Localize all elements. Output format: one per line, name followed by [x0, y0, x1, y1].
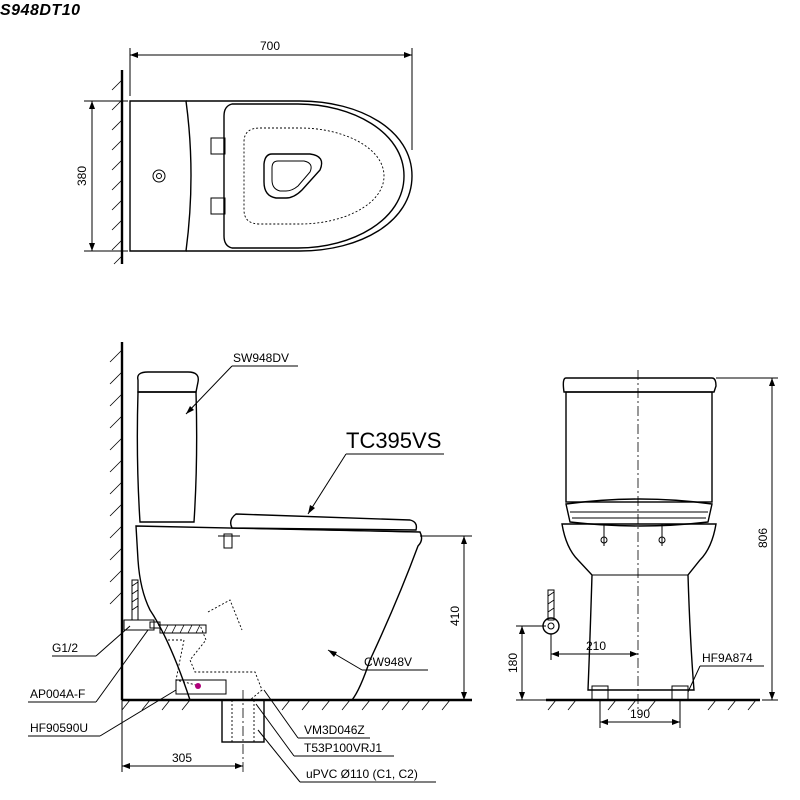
front-fixing-left — [591, 685, 609, 701]
front-fixing-span-value: 190 — [630, 707, 650, 721]
label-fixing-kit: VM3D046Z — [304, 723, 365, 737]
side-wall-hatch — [109, 349, 123, 605]
side-tank-lid — [137, 371, 199, 393]
front-tank-body — [565, 391, 713, 503]
top-depth-value: 380 — [75, 166, 89, 186]
hinge-bracket-upper — [210, 137, 226, 155]
top-dim-arrow-left — [130, 52, 138, 58]
front-inlet-pipe — [547, 589, 555, 621]
side-dim-arrow-up — [461, 536, 467, 544]
side-dim-arrow-down — [461, 692, 467, 700]
front-fixing-right — [671, 685, 689, 701]
top-trapway-outer — [263, 153, 323, 199]
flush-button-icon — [152, 169, 166, 183]
side-bowl-outline — [135, 525, 423, 701]
side-wall-offset-value: 305 — [172, 751, 192, 765]
side-seat-height-value: 410 — [448, 606, 462, 626]
fixing-point-icon — [195, 683, 201, 689]
leader-gasket — [255, 703, 295, 757]
side-angle-valve — [123, 619, 155, 631]
side-floor-hatch — [121, 699, 451, 711]
top-wall-hatch — [111, 79, 123, 265]
label-seat: TC395VS — [346, 428, 441, 453]
top-seat-lid — [223, 103, 405, 249]
label-bowl: CW948V — [364, 655, 412, 669]
label-supply-hose: HF90590U — [30, 721, 88, 735]
label-front-fixing: HF9A874 — [702, 651, 753, 665]
top-tank-outline — [129, 100, 192, 252]
model-title: S948DT10 — [0, 2, 81, 19]
front-height-value: 806 — [756, 528, 770, 548]
top-trapway-inner — [271, 160, 312, 192]
top-dim-arrow-right — [404, 52, 412, 58]
side-trapway-band — [159, 624, 207, 634]
side-seat-lid — [229, 513, 418, 531]
leader-tank — [185, 365, 233, 415]
leader-front-fixing — [687, 665, 701, 693]
side-tank-body — [136, 391, 198, 523]
front-hinge-bolt-left — [600, 536, 608, 544]
label-inlet-thread: G1/2 — [52, 641, 78, 655]
label-gasket: T53P100VRJ1 — [304, 741, 382, 755]
top-bowl-outline — [186, 100, 413, 252]
side-hinge-bolt — [223, 533, 233, 549]
top-rim-dashed — [243, 127, 385, 225]
top-view: 700 380 — [75, 39, 413, 265]
front-floor-hatch — [547, 699, 757, 711]
front-inlet-height-value: 180 — [506, 653, 520, 673]
top-width-value: 700 — [260, 39, 280, 53]
label-angle-valve: AP004A-F — [30, 687, 85, 701]
top-dim-arrow-down — [89, 243, 95, 251]
side-trapway-dashed — [158, 624, 263, 701]
label-waste-pipe: uPVC Ø110 (C1, C2) — [306, 767, 418, 781]
side-floor-flange — [175, 679, 227, 695]
front-tank-lid — [562, 377, 717, 393]
front-view: 806 180 210 190 HF9A874 — [506, 370, 778, 728]
front-hinge-bolt-right — [658, 536, 666, 544]
label-tank: SW948DV — [233, 351, 289, 365]
hinge-bracket-lower — [210, 197, 226, 215]
leader-seat — [307, 453, 347, 515]
leader-fixing-kit — [263, 689, 299, 739]
front-seat — [565, 498, 713, 527]
top-dim-arrow-up — [89, 101, 95, 109]
side-view: 410 305 SW948DV TC395VS CW948V G1/2 AP00… — [28, 342, 472, 783]
leader-waste-pipe — [257, 729, 301, 783]
front-bowl-outline — [561, 523, 717, 691]
front-inlet-offset-value: 210 — [586, 639, 606, 653]
